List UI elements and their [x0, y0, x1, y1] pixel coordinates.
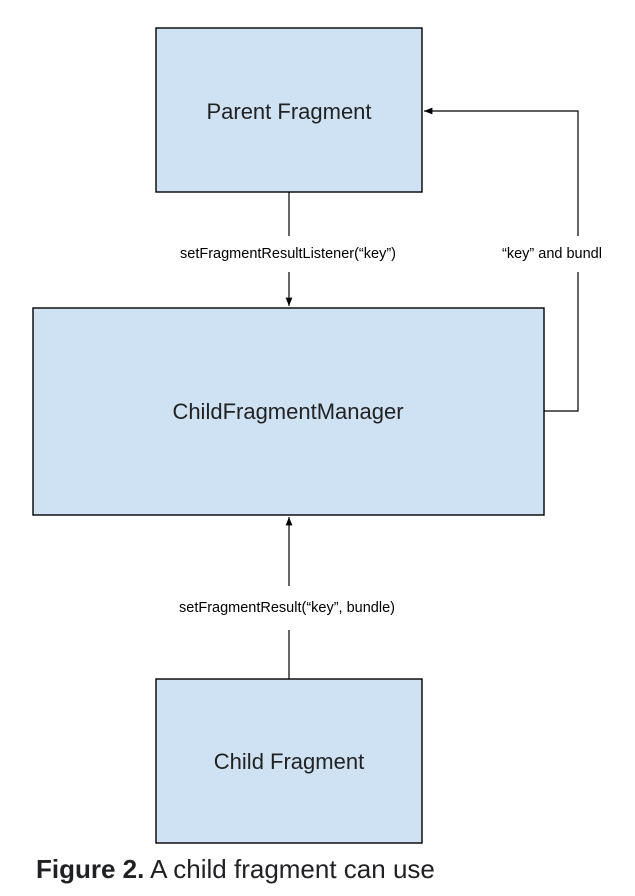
arrow-manager-to-parent-upper	[424, 107, 579, 236]
edge-child-to-manager: setFragmentResult(“key”, bundle)	[179, 517, 395, 679]
edge-label-listener: setFragmentResultListener(“key”)	[180, 246, 396, 262]
parent-fragment-box: Parent Fragment	[155, 27, 423, 193]
figure-caption: Figure 2. A child fragment can use	[36, 856, 435, 882]
child-fragment-manager-label: ChildFragmentManager	[172, 399, 403, 424]
figure-caption-text: A child fragment can use	[144, 854, 435, 884]
child-fragment-manager-box: ChildFragmentManager	[32, 307, 545, 516]
edge-label-key-and-bundle: “key” and bundl	[502, 246, 602, 262]
edge-parent-to-manager: setFragmentResultListener(“key”)	[180, 192, 396, 306]
child-fragment-label: Child Fragment	[214, 749, 364, 774]
edge-label-set-result: setFragmentResult(“key”, bundle)	[179, 600, 395, 616]
edge-manager-to-parent: “key” and bundl	[424, 107, 602, 412]
parent-fragment-label: Parent Fragment	[206, 99, 371, 124]
arrow-manager-to-parent-lower	[544, 272, 579, 412]
figure-caption-number: Figure 2.	[36, 854, 145, 884]
child-fragment-box: Child Fragment	[155, 678, 423, 844]
